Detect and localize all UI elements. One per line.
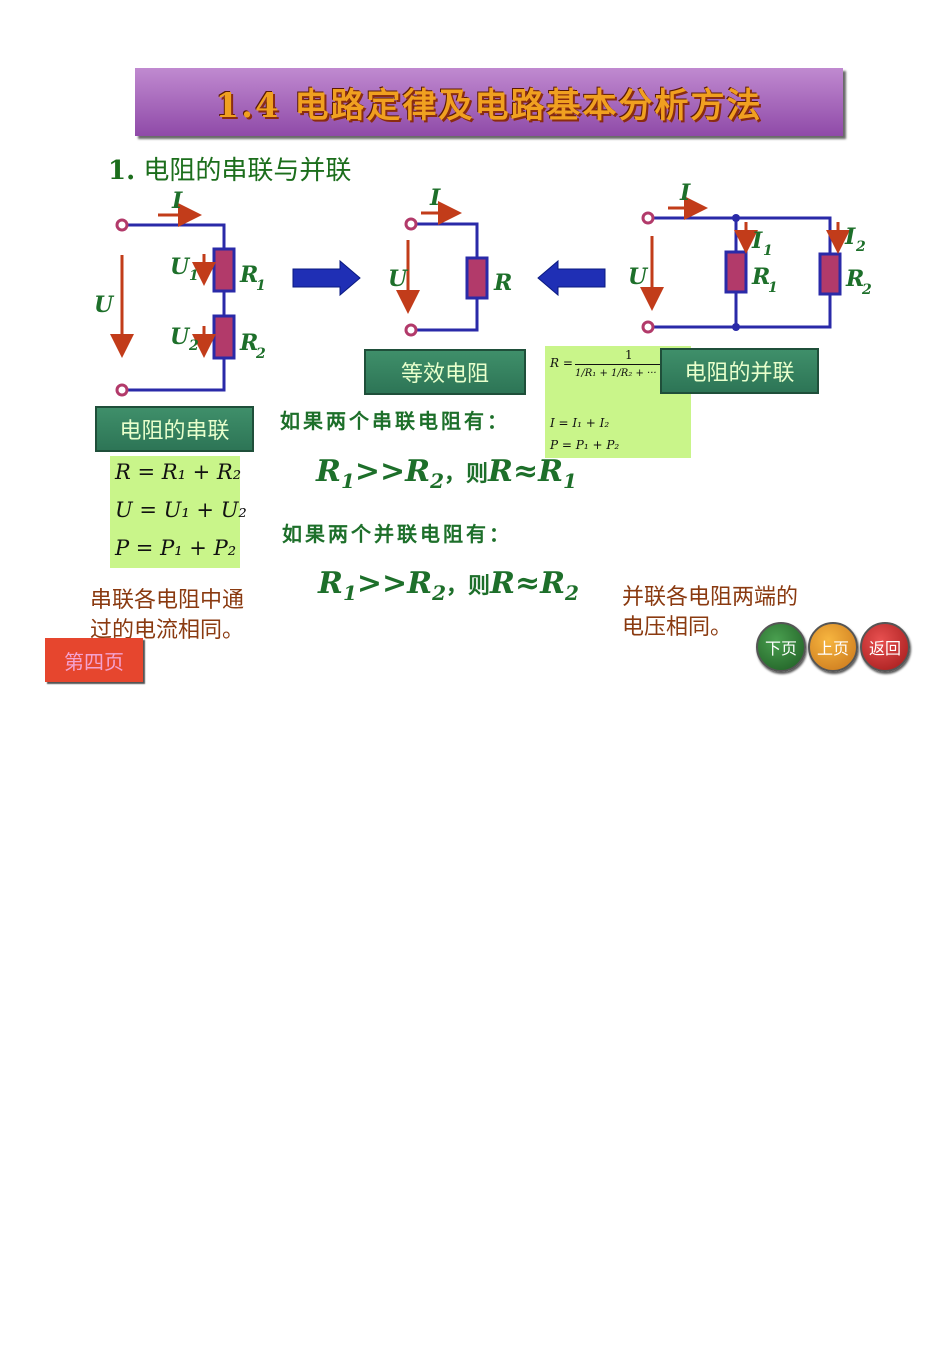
label-u2-sub: 2 — [188, 338, 199, 354]
section-heading: 1. 电阻的串联与并联 — [108, 150, 351, 187]
parallel-label-box: 电阻的并联 — [660, 348, 819, 394]
label-i: I — [429, 185, 441, 211]
back-button[interactable]: 返回 — [860, 622, 910, 672]
req-lhs: R = — [550, 356, 573, 370]
series-formula-box: R = R₁ + R₂ U = U₁ + U₂ P = P₁ + P₂ — [110, 456, 247, 568]
resistor-r2 — [212, 314, 236, 360]
terminal-bottom — [115, 383, 129, 397]
equivalent-label-box: 等效电阻 — [364, 349, 526, 395]
label-r2-sub: 2 — [255, 346, 266, 362]
series-r-formula: R = R₁ + R₂ — [115, 460, 242, 484]
parallel-circuit: I U I 1 I 2 R 1 R 2 — [628, 180, 872, 334]
label-r2: R — [845, 266, 864, 292]
label-u: U — [388, 266, 409, 292]
title-banner: 1.4 电路定律及电路基本分析方法 — [135, 68, 843, 136]
label-i2: I — [844, 224, 856, 250]
label-r1-sub: 1 — [768, 280, 778, 296]
label-r2: R — [239, 330, 258, 356]
next-page-label: 下页 — [764, 639, 797, 658]
prev-page-label: 上页 — [816, 639, 849, 658]
page-title: 1.4 电路定律及电路基本分析方法 — [215, 85, 763, 126]
series-condition: 如果两个串联电阻有： — [280, 409, 510, 433]
resistor-r2 — [818, 252, 842, 296]
series-note-line-1: 串联各电阻中通 — [90, 588, 245, 613]
prev-page-button[interactable]: 上页 — [808, 622, 858, 672]
parallel-label: 电阻的并联 — [684, 361, 795, 386]
parallel-note-line-2: 电压相同。 — [622, 615, 733, 640]
label-u: U — [628, 264, 649, 290]
equivalent-label: 等效电阻 — [400, 362, 489, 387]
series-note: 串联各电阻中通 过的电流相同。 — [90, 586, 244, 646]
req-denominator: 1/R₁ + 1/R₂ + ··· 1/Rₙ — [575, 368, 682, 379]
label-i2-sub: 2 — [855, 239, 866, 255]
parallel-result: R1>>R2，则R≈R2 — [318, 566, 579, 605]
label-u: U — [94, 292, 115, 318]
label-r1: R — [239, 262, 258, 288]
back-label: 返回 — [868, 639, 901, 658]
next-page-button[interactable]: 下页 — [756, 622, 806, 672]
parallel-condition: 如果两个并联电阻有： — [282, 522, 512, 546]
resistor-r — [465, 256, 489, 300]
label-i1-sub: 1 — [763, 243, 773, 259]
arrow-left-icon — [537, 259, 606, 297]
label-i: I — [679, 180, 691, 206]
terminal-top — [115, 218, 129, 232]
section-text: 电阻的串联与并联 — [143, 156, 352, 186]
section-number: 1. — [108, 156, 136, 186]
series-label-box: 电阻的串联 — [95, 406, 254, 452]
series-label: 电阻的串联 — [119, 419, 230, 444]
page-number-label: 第四页 — [64, 649, 124, 674]
page-number-button[interactable]: 第四页 — [45, 638, 143, 682]
circuit-diagrams: I U U 1 U 2 R 1 R 2 I U R I — [94, 180, 872, 397]
label-r2-sub: 2 — [861, 282, 872, 298]
series-p-formula: P = P₁ + P₂ — [115, 536, 237, 560]
equivalent-circuit: I U R — [388, 185, 512, 337]
parallel-note-line-1: 并联各电阻两端的 — [622, 585, 799, 610]
resistor-r1 — [724, 250, 748, 294]
label-u1-sub: 1 — [189, 268, 199, 284]
label-i: I — [171, 188, 183, 214]
parallel-note: 并联各电阻两端的 电压相同。 — [622, 583, 798, 643]
arrow-right-icon — [292, 259, 361, 297]
label-r: R — [493, 270, 512, 296]
series-circuit: I U U 1 U 2 R 1 R 2 — [94, 188, 266, 397]
series-result: R1>>R2，则R≈R1 — [316, 454, 577, 493]
label-r1-sub: 1 — [256, 278, 266, 294]
label-u2: U — [170, 324, 191, 350]
label-u1: U — [170, 254, 191, 280]
label-i1: I — [751, 228, 763, 254]
fraction-bar — [575, 364, 687, 365]
label-r1: R — [751, 264, 770, 290]
series-u-formula: U = U₁ + U₂ — [115, 498, 247, 522]
resistor-r1 — [212, 247, 236, 293]
req-numerator: 1 — [625, 348, 633, 362]
power-sum: P = P₁ + P₂ — [550, 438, 620, 452]
current-sum: I = I₁ + I₂ — [550, 416, 610, 430]
